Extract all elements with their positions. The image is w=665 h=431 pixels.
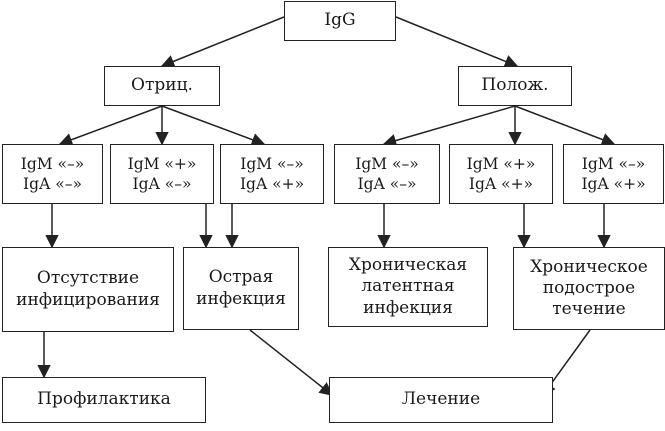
node-test-neg-2: IgM «+» IgA «–» <box>110 144 214 204</box>
arrow-neg-to-t1 <box>58 105 163 147</box>
node-negative: Отриц. <box>104 66 220 106</box>
node-no-infection: Отсутствие инфицирования <box>2 247 174 332</box>
node-igg: IgG <box>284 1 396 41</box>
node-test-pos-2: IgM «+» IgA «+» <box>449 144 553 204</box>
node-treatment: Лечение <box>329 377 553 423</box>
node-positive: Полож. <box>458 66 572 106</box>
arrow-pos-to-t4 <box>382 105 516 148</box>
node-test-neg-1: IgM «–» IgA «–» <box>2 144 103 204</box>
arrow-igg-to-pos <box>395 16 519 68</box>
node-prophylaxis: Профилактика <box>2 377 206 423</box>
node-chronic-subacute: Хроническое подострое течение <box>513 247 665 330</box>
arrow-igg-to-neg <box>160 16 285 68</box>
arrow-neg-to-t3 <box>161 105 266 147</box>
node-test-pos-1: IgM «–» IgA «–» <box>334 144 440 204</box>
node-test-pos-3: IgM «–» IgA «+» <box>563 144 664 204</box>
node-chronic-latent: Хроническая латентная инфекция <box>328 247 488 327</box>
node-acute-infection: Острая инфекция <box>183 247 299 330</box>
arrow-r2-to-a2 <box>249 329 334 396</box>
node-test-neg-3: IgM «–» IgA «+» <box>220 144 324 204</box>
arrow-pos-to-t6 <box>514 105 616 146</box>
